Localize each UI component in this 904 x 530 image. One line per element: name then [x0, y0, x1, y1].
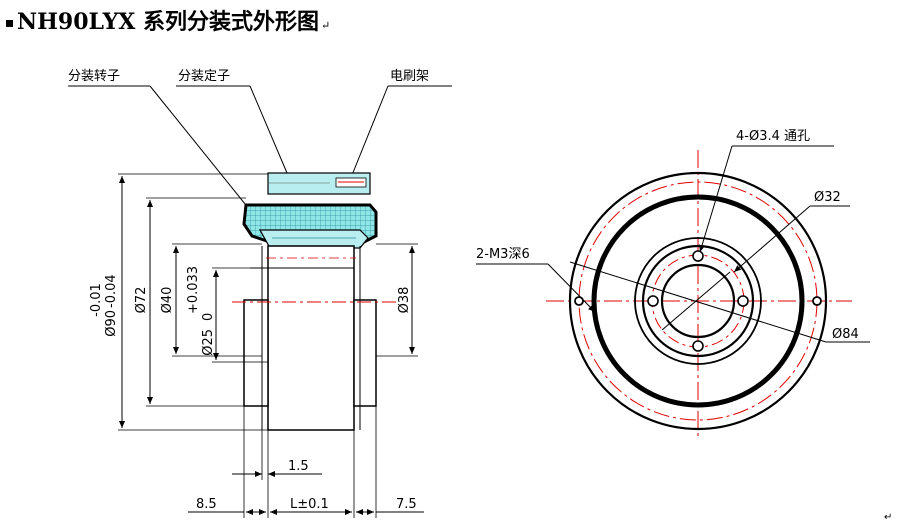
bore-circle	[660, 263, 736, 339]
title-text: NH90LYX 系列分装式外形图	[17, 9, 320, 35]
stator-leader	[249, 85, 291, 181]
hole-left	[647, 295, 659, 307]
len-7-5-label: 7.5	[396, 497, 417, 512]
len-L-label: L±0.1	[290, 497, 329, 512]
ring-circle-b	[641, 244, 755, 358]
bore-tol-lower: 0	[201, 313, 216, 321]
page-title: NH90LYX 系列分装式外形图↵	[6, 4, 330, 36]
bullet-icon	[6, 19, 13, 27]
holes-leader	[699, 145, 733, 253]
m3-leader	[547, 263, 596, 313]
side-view: 分装转子 分装定子 电刷架	[68, 69, 452, 518]
bore-dia-group: Ø25 0	[201, 313, 216, 356]
len-1-5-label: 1.5	[288, 459, 309, 474]
holes-4-label: 4-Ø3.4 通孔	[736, 129, 810, 144]
rotor-body	[267, 245, 355, 431]
dia-40-label: Ø40	[160, 287, 175, 314]
ring-circle-a	[634, 237, 762, 365]
outer-dia-group: Ø90 -0.04	[104, 274, 119, 336]
m3-hole-right	[812, 296, 822, 306]
flange-circle	[591, 194, 805, 408]
dia-38-label: Ø38	[397, 287, 412, 314]
front-view: 4-Ø3.4 通孔 Ø32 2-M3深6 Ø84	[476, 129, 870, 438]
rotor-leader	[149, 85, 263, 226]
dia-84-leader	[569, 261, 827, 343]
dia-32-label: Ø32	[814, 190, 841, 205]
outer-tol-upper: -0.01	[89, 283, 104, 317]
len-8-5-label: 8.5	[196, 497, 217, 512]
outer-dia: Ø90	[104, 310, 119, 337]
outer-tol-lower: -0.04	[104, 274, 119, 308]
dia-32-leader	[733, 205, 811, 273]
stator-label: 分装定子	[178, 69, 230, 84]
m3-label: 2-M3深6	[476, 247, 530, 262]
hole-right	[737, 295, 749, 307]
bore-tol-upper: +0.033	[186, 266, 201, 314]
paragraph-mark-icon: ↵	[321, 19, 331, 32]
right-flange	[353, 299, 377, 407]
rotor-band	[258, 229, 369, 249]
left-flange	[243, 299, 269, 407]
dia-72-label: Ø72	[134, 287, 149, 314]
rotor-label: 分装转子	[68, 69, 120, 84]
dia-84-label: Ø84	[832, 327, 859, 342]
outer-circle	[568, 171, 828, 431]
hole-top	[692, 250, 704, 262]
brush-holder-label: 电刷架	[390, 69, 429, 84]
brush-leader	[349, 85, 389, 181]
hole-bottom	[692, 340, 704, 352]
bore-dia: Ø25	[201, 329, 216, 356]
paragraph-mark-corner-icon: ↵	[884, 512, 892, 523]
m3-hole-left	[574, 296, 584, 306]
